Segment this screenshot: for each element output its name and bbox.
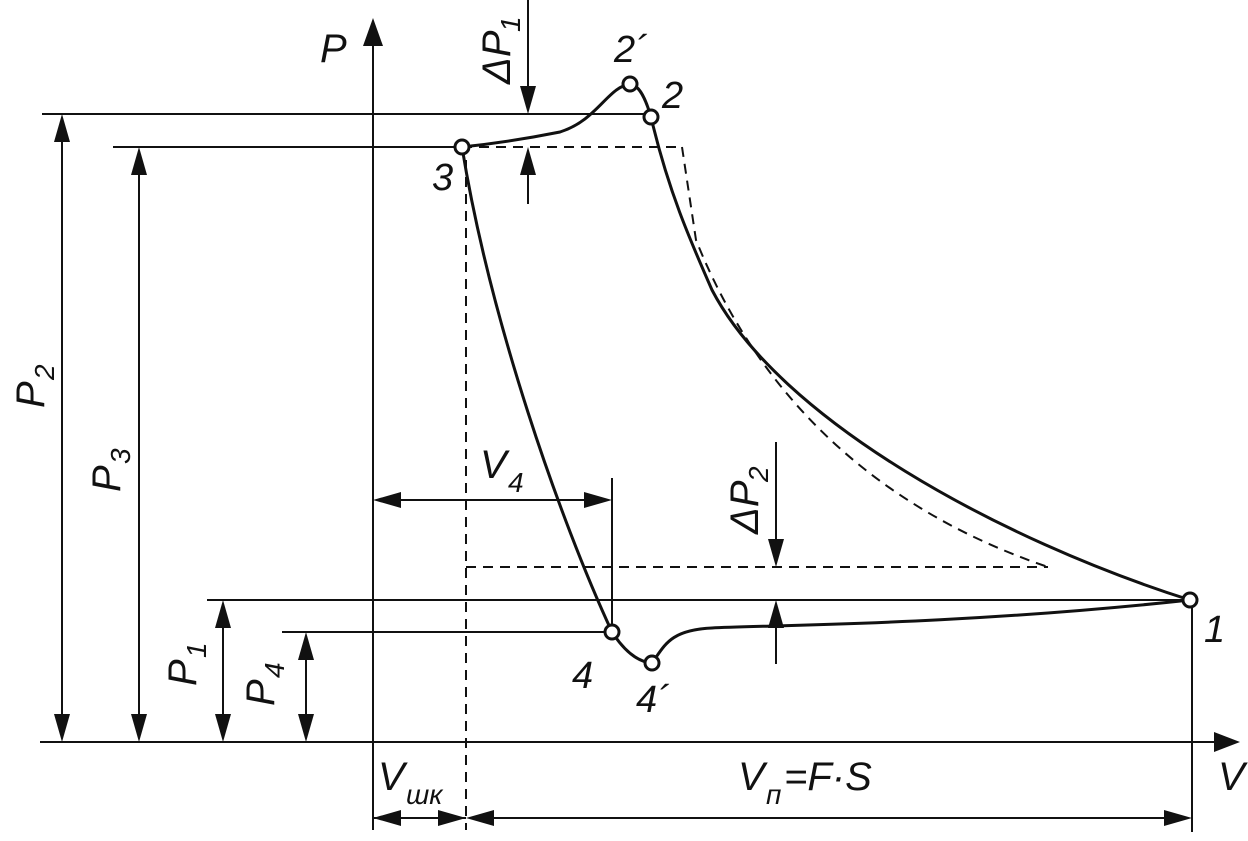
delta-p2-label: ΔP 2 xyxy=(723,466,774,535)
svg-text:2: 2 xyxy=(29,364,60,381)
p4-dimension xyxy=(298,632,314,742)
svg-text:P: P xyxy=(161,659,205,686)
svg-text:п: п xyxy=(766,779,781,810)
svg-text:4: 4 xyxy=(508,467,524,498)
p3-label: P 3 xyxy=(85,448,136,492)
point-4prime-label: 4´ xyxy=(636,679,670,721)
point-4-marker xyxy=(603,623,621,641)
p1-label: P 1 xyxy=(161,642,212,686)
p2-label: P 2 xyxy=(9,364,60,408)
point-2prime-label: 2´ xyxy=(613,29,648,71)
svg-text:1: 1 xyxy=(181,642,212,658)
svg-text:1: 1 xyxy=(495,16,526,32)
svg-text:шк: шк xyxy=(406,779,444,810)
vshk-label: V шк xyxy=(378,755,444,810)
point-2-label: 2 xyxy=(661,75,683,117)
point-1-marker xyxy=(1181,591,1199,609)
p-axis-arrowhead xyxy=(363,18,383,46)
vp-label: V п =F·S xyxy=(738,755,872,810)
point-3-label: 3 xyxy=(432,157,453,199)
v4-label: V 4 xyxy=(480,443,524,498)
p-axis-label: P xyxy=(320,27,347,71)
svg-text:2: 2 xyxy=(743,466,774,483)
v-axis-label: V xyxy=(1218,755,1248,799)
point-2prime-marker xyxy=(621,75,639,93)
svg-text:ΔP: ΔP xyxy=(723,480,767,535)
p2-dimension xyxy=(54,114,70,742)
svg-text:ΔP: ΔP xyxy=(475,30,519,85)
actual-cycle-curve xyxy=(460,82,1191,665)
p4-label: P 4 xyxy=(239,662,290,706)
svg-text:=F·S: =F·S xyxy=(784,755,872,799)
svg-text:3: 3 xyxy=(105,448,136,464)
svg-text:V: V xyxy=(480,443,510,487)
svg-text:4: 4 xyxy=(259,662,290,678)
p1-dimension xyxy=(215,600,231,742)
ideal-compression-dashed xyxy=(681,146,1049,568)
point-3-marker xyxy=(453,138,471,156)
v-axis-arrowhead xyxy=(1214,732,1240,752)
vp-dimension xyxy=(466,810,1192,826)
delta-p2-dimension xyxy=(768,442,784,664)
svg-text:V: V xyxy=(378,755,408,799)
svg-text:V: V xyxy=(738,755,768,799)
point-1-label: 1 xyxy=(1204,609,1225,651)
point-2-marker xyxy=(642,108,660,126)
svg-text:P: P xyxy=(239,679,283,706)
v4-dimension xyxy=(373,492,612,508)
svg-text:P: P xyxy=(85,465,129,492)
svg-text:P: P xyxy=(9,381,53,408)
p3-dimension xyxy=(131,147,147,742)
vshk-dimension xyxy=(373,810,466,826)
point-4prime-marker xyxy=(643,654,661,672)
point-4-label: 4 xyxy=(572,655,593,697)
delta-p1-dimension xyxy=(520,0,536,204)
delta-p1-label: ΔP 1 xyxy=(475,16,526,85)
